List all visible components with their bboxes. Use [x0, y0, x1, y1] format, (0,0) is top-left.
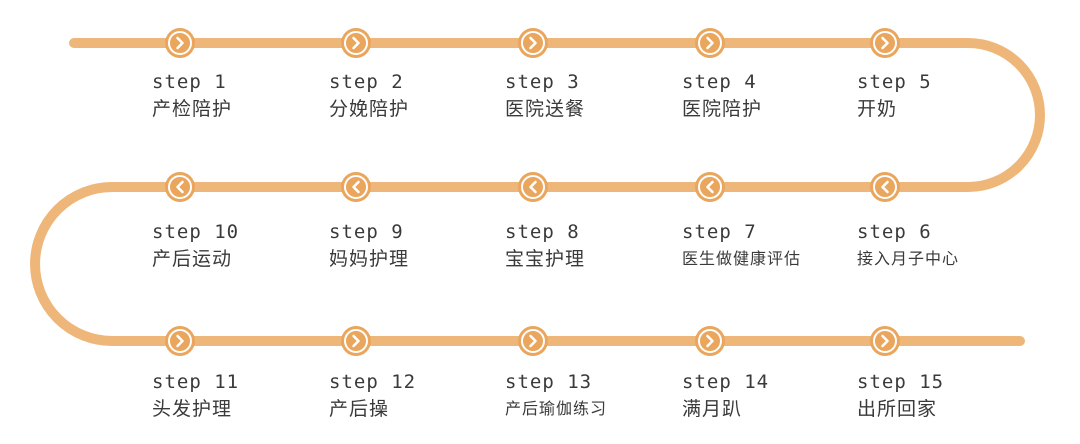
step-title: 医院送餐: [505, 98, 586, 120]
step-node-11: [165, 326, 195, 356]
chevron-right-icon: [529, 36, 537, 50]
step-item-4: step 4 医院陪护: [682, 70, 852, 122]
step-node-inner-ring: [344, 31, 368, 55]
step-node-inner-ring: [698, 31, 722, 55]
step-node-inner-ring: [344, 175, 368, 199]
step-item-14: step 14 满月趴: [682, 370, 852, 422]
chevron-right-icon: [706, 36, 714, 50]
chevron-right-icon: [352, 334, 360, 348]
step-label: step 8: [505, 221, 580, 243]
step-title: 满月趴: [682, 398, 743, 420]
step-item-5: step 5 开奶: [857, 70, 1027, 122]
step-node-14: [695, 326, 725, 356]
step-node-inner-ring: [873, 329, 897, 353]
step-item-15: step 15 出所回家: [857, 370, 1027, 422]
chevron-right-icon: [881, 334, 889, 348]
chevron-right-icon: [529, 334, 537, 348]
chevron-right-icon: [706, 334, 714, 348]
step-node-12: [341, 326, 371, 356]
step-item-3: step 3 医院送餐: [505, 70, 675, 122]
step-title: 产后瑜伽练习: [505, 399, 608, 418]
step-title: 产检陪护: [152, 98, 233, 120]
step-item-13: step 13 产后瑜伽练习: [505, 370, 675, 422]
step-label: step 13: [505, 371, 593, 393]
step-title: 宝宝护理: [505, 248, 586, 270]
step-label: step 12: [329, 371, 417, 393]
step-node-9: [341, 172, 371, 202]
step-label: step 15: [857, 371, 945, 393]
step-item-11: step 11 头发护理: [152, 370, 322, 422]
step-title: 接入月子中心: [857, 249, 960, 268]
step-node-inner-ring: [698, 329, 722, 353]
step-label: step 6: [857, 221, 932, 243]
step-title: 医院陪护: [682, 98, 763, 120]
step-title: 头发护理: [152, 398, 233, 420]
step-node-5: [870, 28, 900, 58]
step-item-7: step 7 医生做健康评估: [682, 220, 852, 272]
step-label: step 3: [505, 71, 580, 93]
step-node-inner-ring: [521, 31, 545, 55]
step-node-2: [341, 28, 371, 58]
step-label: step 5: [857, 71, 932, 93]
step-title: 医生做健康评估: [682, 249, 802, 268]
chevron-left-icon: [881, 180, 889, 194]
step-label: step 10: [152, 221, 240, 243]
step-node-8: [518, 172, 548, 202]
step-label: step 14: [682, 371, 770, 393]
step-node-10: [165, 172, 195, 202]
step-node-3: [518, 28, 548, 58]
chevron-left-icon: [176, 180, 184, 194]
step-item-12: step 12 产后操: [329, 370, 499, 422]
step-node-inner-ring: [873, 31, 897, 55]
step-node-inner-ring: [344, 329, 368, 353]
step-node-inner-ring: [521, 175, 545, 199]
track-line: [30, 38, 1045, 346]
step-label: step 9: [329, 221, 404, 243]
chevron-left-icon: [529, 180, 537, 194]
chevron-left-icon: [352, 180, 360, 194]
step-item-9: step 9 妈妈护理: [329, 220, 499, 272]
step-nodes: [165, 28, 900, 356]
step-node-13: [518, 326, 548, 356]
step-node-inner-ring: [168, 329, 192, 353]
step-label: step 2: [329, 71, 404, 93]
step-item-1: step 1 产检陪护: [152, 70, 322, 122]
step-title: 分娩陪护: [329, 98, 410, 120]
step-title: 妈妈护理: [329, 248, 410, 270]
step-node-inner-ring: [521, 329, 545, 353]
step-node-inner-ring: [698, 175, 722, 199]
step-node-1: [165, 28, 195, 58]
step-label: step 11: [152, 371, 240, 393]
step-item-10: step 10 产后运动: [152, 220, 322, 272]
step-label: step 1: [152, 71, 227, 93]
chevron-right-icon: [352, 36, 360, 50]
chevron-right-icon: [881, 36, 889, 50]
step-title: 出所回家: [857, 398, 938, 420]
step-item-2: step 2 分娩陪护: [329, 70, 499, 122]
step-label: step 4: [682, 71, 757, 93]
chevron-right-icon: [176, 334, 184, 348]
step-node-15: [870, 326, 900, 356]
step-node-6: [870, 172, 900, 202]
chevron-left-icon: [706, 180, 714, 194]
chevron-right-icon: [176, 36, 184, 50]
step-node-inner-ring: [873, 175, 897, 199]
step-item-6: step 6 接入月子中心: [857, 220, 1027, 272]
step-node-inner-ring: [168, 31, 192, 55]
step-title: 开奶: [857, 98, 898, 120]
step-node-inner-ring: [168, 175, 192, 199]
step-label: step 7: [682, 221, 757, 243]
step-title: 产后运动: [152, 248, 233, 270]
step-node-4: [695, 28, 725, 58]
step-item-8: step 8 宝宝护理: [505, 220, 675, 272]
step-node-7: [695, 172, 725, 202]
step-title: 产后操: [329, 398, 390, 420]
